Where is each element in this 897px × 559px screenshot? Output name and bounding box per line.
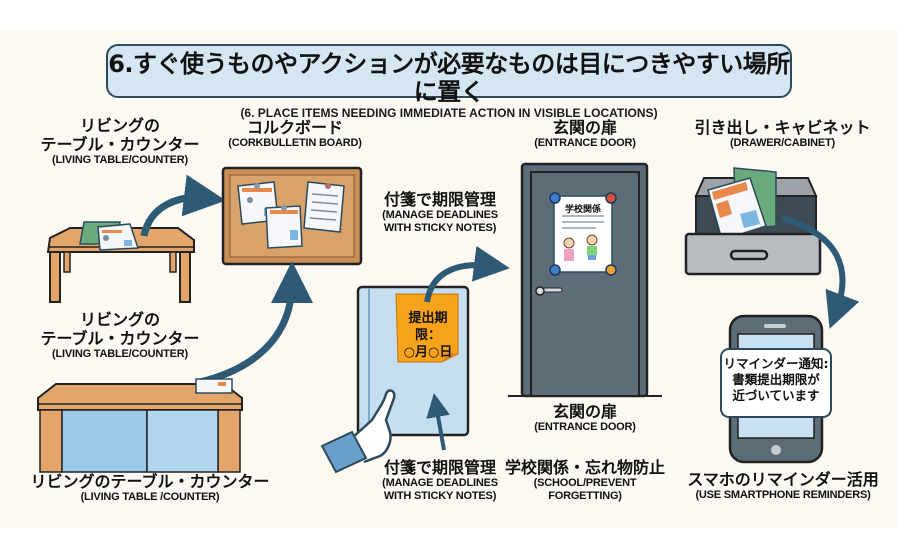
label-jp: コルクボード: [246, 118, 343, 137]
poster-icon: [549, 192, 617, 276]
label-smartphone: スマホのリマインダー活用 (USE SMARTPHONE REMINDERS): [672, 470, 894, 502]
sticky-note-text: 提出期限： ○月○日: [400, 310, 456, 361]
label-drawer: 引き出し・キャビネット (DRAWER/CABINET): [675, 118, 890, 150]
label-en: (LIVING TABLE/COUNTER): [52, 348, 188, 360]
sticky-note-icon: [395, 293, 459, 363]
label-jp: 学校関係・忘れ物防止: [504, 458, 665, 477]
label-en: (ENTRANCE DOOR): [534, 421, 636, 433]
label-en: (LIVING TABLE/COUNTER): [52, 154, 188, 166]
label-en: WITH STICKY NOTES): [383, 222, 497, 234]
label-en: WITH STICKY NOTES): [383, 490, 497, 502]
sticky-note-line2: ○月○日: [403, 345, 453, 360]
drawer-icon: [684, 167, 822, 276]
arrow-icon: [140, 174, 226, 237]
phone-notification: リマインダー通知: 書類提出期限が 近づいています: [721, 356, 831, 404]
notification-line2: 書類提出期限が: [732, 372, 820, 387]
sticky-note-line1: 提出期限：: [408, 311, 448, 343]
label-entrance-top: 玄関の扉 (ENTRANCE DOOR): [510, 118, 660, 150]
label-living-table-bottom: リビングのテーブル・カウンター (LIVING TABLE /COUNTER): [15, 472, 285, 504]
label-living-table-mid: リビングの テーブル・カウンター (LIVING TABLE/COUNTER): [20, 310, 220, 361]
label-jp: スマホのリマインダー活用: [687, 470, 879, 489]
label-en: (LIVING TABLE /COUNTER): [80, 491, 220, 503]
label-jp: テーブル・カウンター: [40, 135, 200, 154]
label-sticky-top: 付箋で期限管理 (MANAGE DEADLINES WITH STICKY NO…: [360, 190, 520, 235]
arrow-icon: [424, 245, 510, 303]
label-jp: 玄関の扉: [552, 402, 617, 421]
label-en: FORGETTING): [548, 490, 622, 502]
corkboard-icon: [221, 166, 363, 266]
title-banner: 6.すぐ使うものやアクションが必要なものは目につきやすい場所に置く (6. PL…: [106, 44, 792, 120]
arrow-icon: [199, 261, 313, 386]
hand-icon: [320, 389, 396, 474]
document-icon: [79, 221, 140, 251]
smartphone-icon: [720, 314, 832, 464]
label-jp: 付箋で期限管理: [383, 458, 496, 477]
label-en: (SCHOOL/PREVENT: [533, 477, 637, 489]
label-jp: 玄関の扉: [552, 118, 617, 137]
table-icon: [37, 378, 243, 473]
label-living-table-top: リビングの テーブル・カウンター (LIVING TABLE/COUNTER): [20, 116, 220, 167]
label-jp: テーブル・カウンター: [40, 329, 200, 348]
poster-title: 学校関係: [564, 205, 601, 215]
label-en: (ENTRANCE DOOR): [534, 137, 636, 149]
label-en: (MANAGE DEADLINES: [382, 209, 498, 221]
label-school: 学校関係・忘れ物防止 (SCHOOL/PREVENT FORGETTING): [490, 458, 680, 503]
label-jp: リビングの: [79, 310, 160, 329]
label-en: (USE SMARTPHONE REMINDERS): [695, 489, 871, 501]
label-jp: リビングの: [79, 116, 160, 135]
arrow-icon: [781, 215, 860, 329]
label-corkboard: コルクボード (CORKBULLETIN BOARD): [205, 118, 385, 150]
label-en: (MANAGE DEADLINES: [382, 477, 498, 489]
label-entrance-bottom: 玄関の扉 (ENTRANCE DOOR): [510, 402, 660, 434]
title-japanese: 6.すぐ使うものやアクションが必要なものは目につきやすい場所に置く: [108, 50, 790, 106]
label-sticky-bottom: 付箋で期限管理 (MANAGE DEADLINES WITH STICKY NO…: [360, 458, 520, 503]
notification-line1: リマインダー通知:: [723, 356, 829, 371]
label-en: (CORKBULLETIN BOARD): [228, 137, 362, 149]
label-jp: リビングのテーブル・カウンター: [30, 472, 270, 491]
title-english: (6. PLACE ITEMS NEEDING IMMEDIATE ACTION…: [240, 106, 658, 120]
arrow-icon: [426, 393, 450, 451]
label-en: (DRAWER/CABINET): [730, 137, 835, 149]
notification-line3: 近づいています: [732, 388, 820, 403]
label-jp: 付箋で期限管理: [383, 190, 496, 209]
label-jp: 引き出し・キャビネット: [694, 118, 871, 137]
